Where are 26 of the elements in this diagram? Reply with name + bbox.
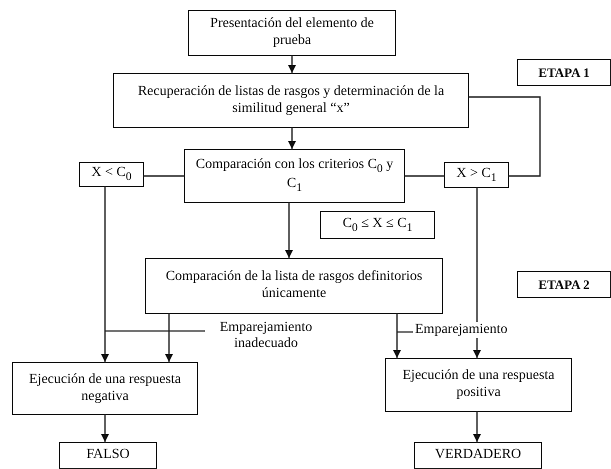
process-box: FALSO bbox=[59, 442, 157, 469]
arrow bbox=[393, 314, 401, 358]
arrow bbox=[165, 314, 173, 362]
process-box: VERDADERO bbox=[414, 442, 542, 469]
process-box: Presentación del elemento de prueba bbox=[188, 10, 396, 56]
process-box: C$_{0}$ ≤ X ≤ C$_{1}$ bbox=[320, 211, 435, 239]
stage-label-box: ETAPA 1 bbox=[517, 59, 611, 86]
arrow bbox=[101, 187, 109, 362]
arrow bbox=[288, 128, 296, 149]
process-box: Recuperación de listas de rasgos y determinación de la similitud general “x” bbox=[113, 73, 469, 128]
connector-line bbox=[405, 175, 444, 177]
process-box: Comparación con los criterios C$_{0}$ y C$_{1}$ bbox=[184, 149, 405, 203]
process-box: Comparación de la lista de rasgos definitorios únicamente bbox=[145, 258, 443, 314]
arrow bbox=[473, 412, 481, 442]
connector-line bbox=[144, 175, 184, 177]
arrow bbox=[101, 415, 109, 442]
connector-line bbox=[469, 96, 541, 177]
process-box: Ejecución de una respuesta positiva bbox=[385, 358, 572, 412]
arrow bbox=[285, 203, 293, 258]
arrow bbox=[288, 56, 296, 73]
process-box: Ejecución de una respuesta negativa bbox=[12, 362, 198, 415]
edge-label: Emparejamiento bbox=[413, 322, 510, 338]
process-box: X < C$_{0}$ bbox=[79, 162, 144, 187]
process-box: X > C$_{1}$ bbox=[444, 162, 509, 188]
arrow bbox=[473, 188, 481, 358]
stage-label-box: ETAPA 2 bbox=[517, 271, 611, 298]
